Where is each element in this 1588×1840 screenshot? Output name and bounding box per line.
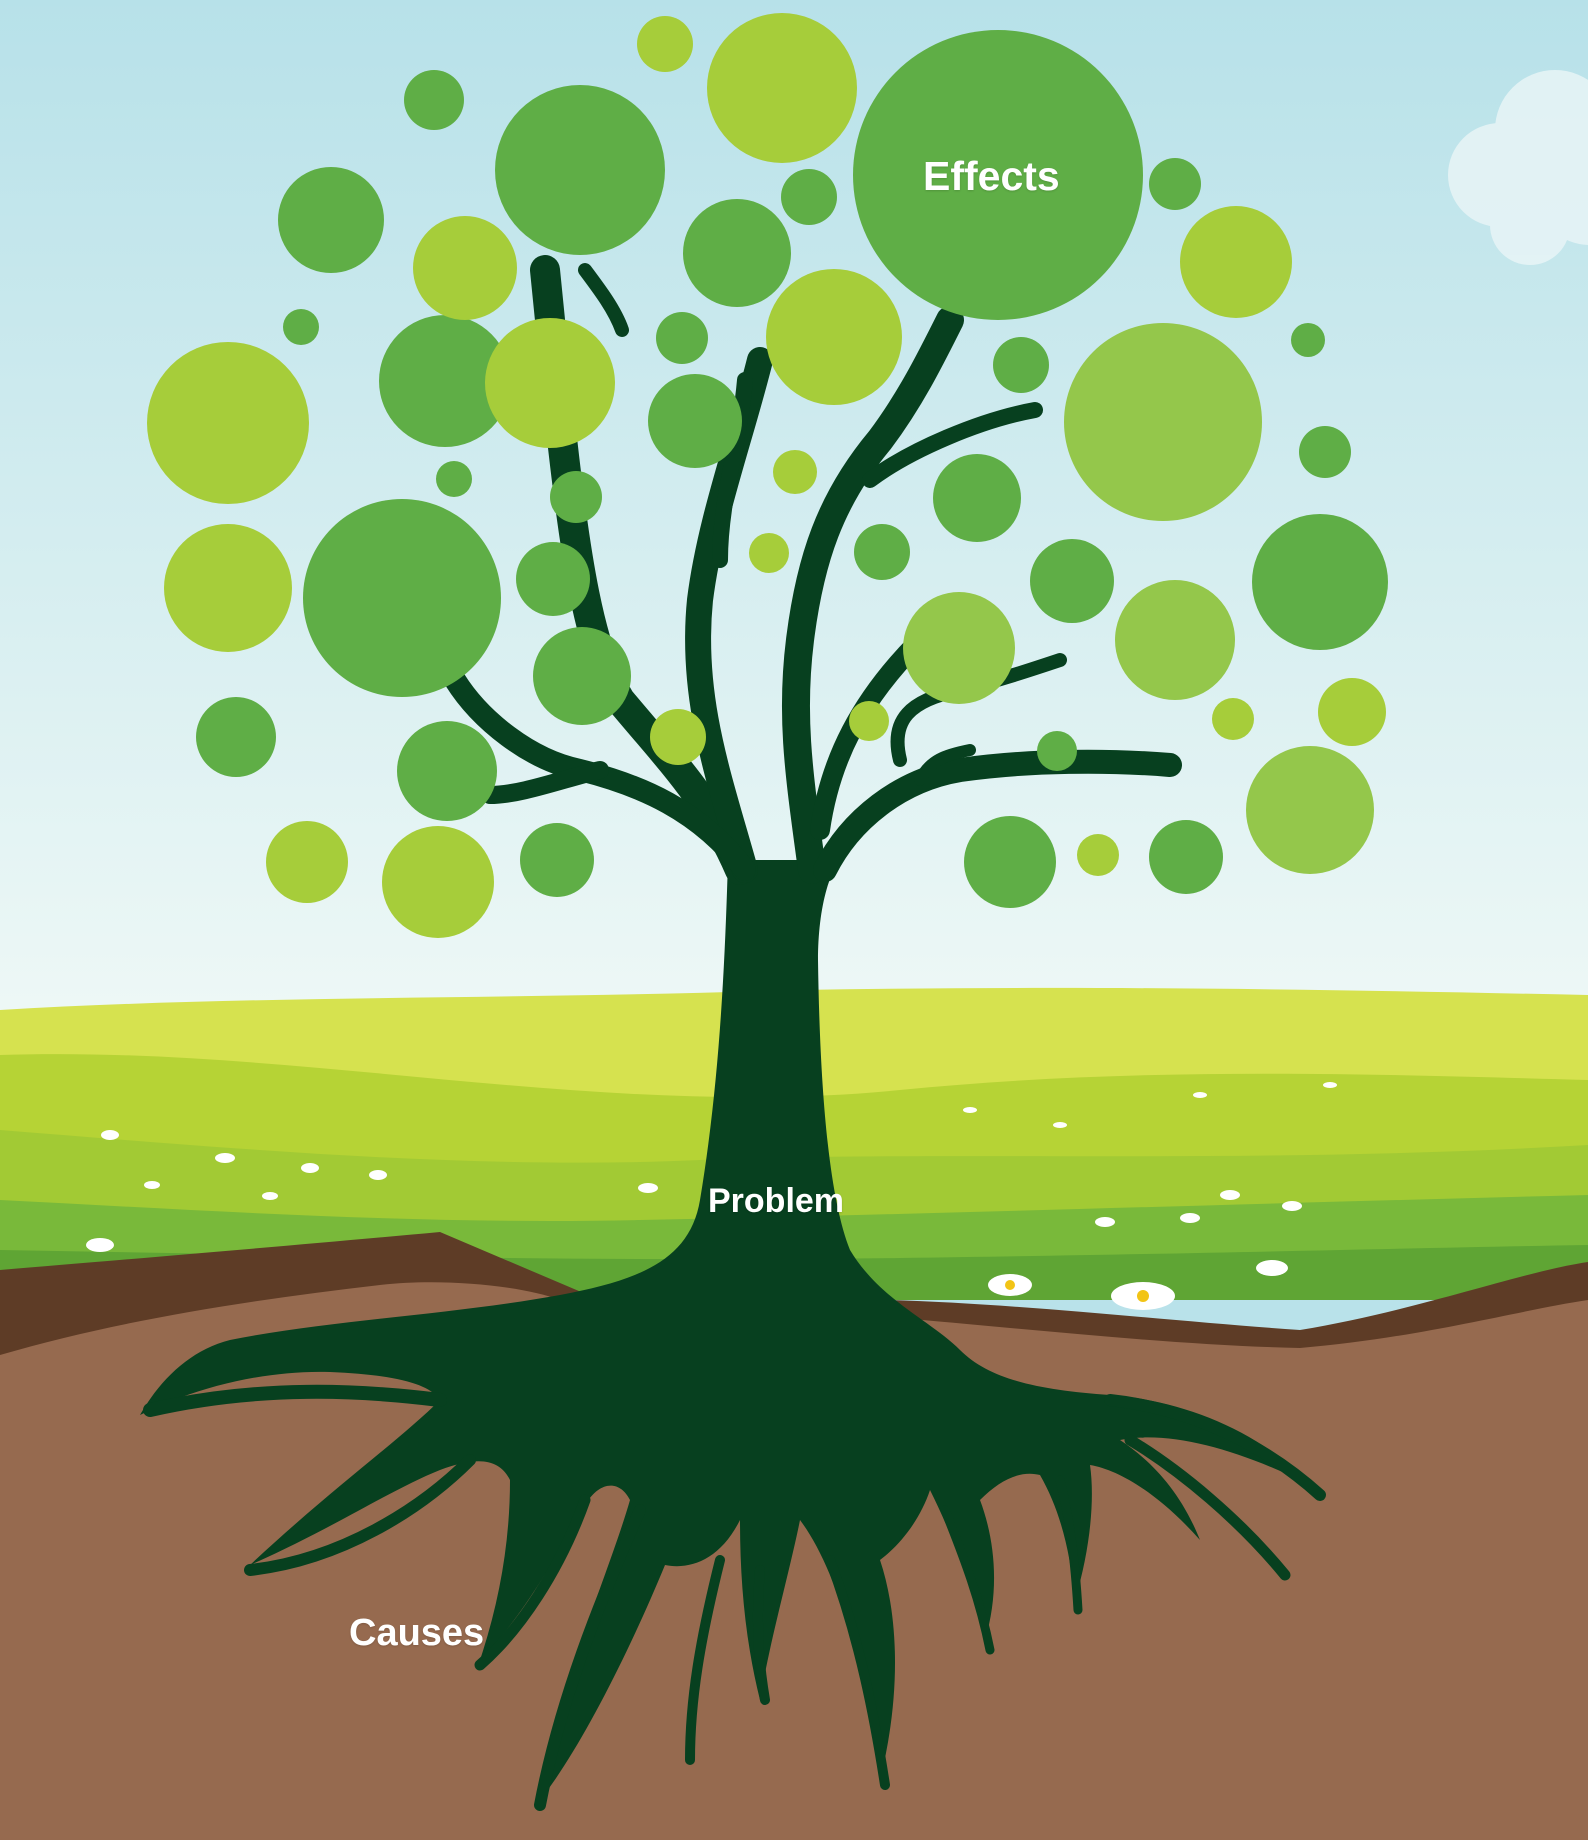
leaves-light	[147, 13, 1386, 938]
causes-label: Causes	[349, 1612, 485, 1654]
effects-label: Effects	[923, 153, 1060, 199]
cloud	[1448, 70, 1588, 265]
tree-trunk-and-roots	[140, 255, 1326, 1811]
leaves-dark	[196, 30, 1388, 908]
daisy-centers	[1005, 1280, 1149, 1302]
problem-label: Problem	[708, 1182, 845, 1220]
leaves-mid	[903, 323, 1374, 874]
daisies	[86, 1082, 1337, 1310]
